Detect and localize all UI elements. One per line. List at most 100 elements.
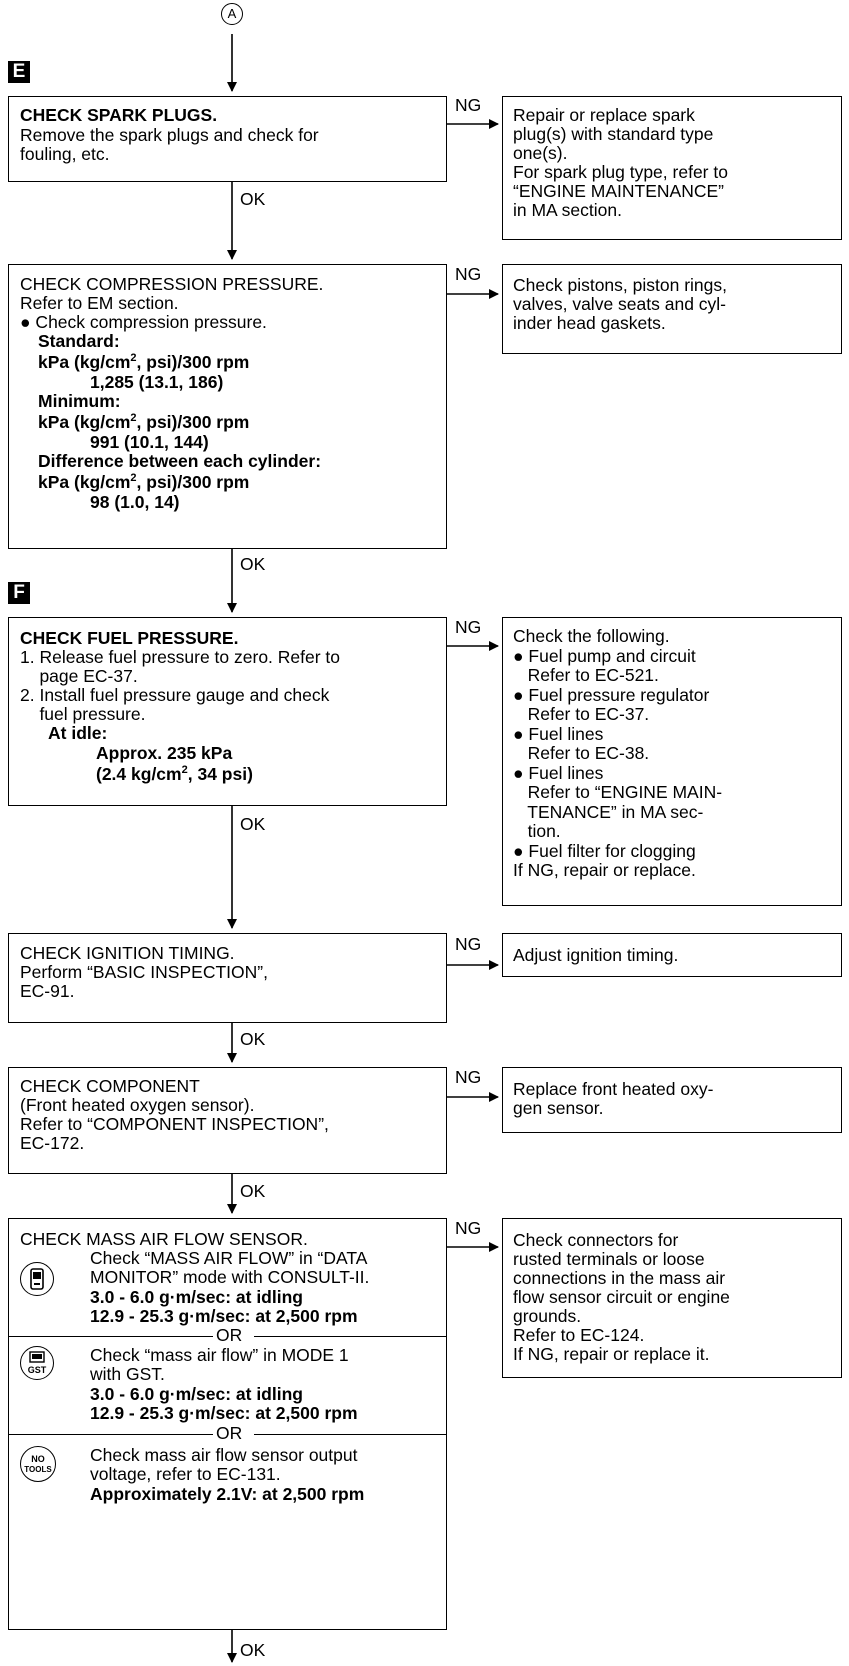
action-text: valves, valve seats and cyl- <box>513 294 727 314</box>
spec-label: Minimum: <box>38 391 121 411</box>
method-text: Check “MASS AIR FLOW” in “DATA <box>90 1248 368 1268</box>
method-text: voltage, refer to EC-131. <box>90 1464 281 1484</box>
method-text: MONITOR” mode with CONSULT-II. <box>90 1267 370 1287</box>
ng-action-ignition <box>502 933 842 977</box>
spec-value: (2.4 kg/cm2, 34 psi) <box>96 764 253 784</box>
or-divider-line <box>8 1336 213 1337</box>
method-text: with GST. <box>90 1364 165 1384</box>
action-text: in MA section. <box>513 200 622 220</box>
step-mass-air-flow <box>8 1218 447 1630</box>
spec-label: Standard: <box>38 331 120 351</box>
action-text: Repair or replace spark <box>513 105 695 125</box>
ng-action-spark-plugs <box>502 96 842 240</box>
no-tools-icon: NO TOOLS <box>20 1446 56 1482</box>
action-text: tion. <box>513 821 561 841</box>
connector-a-icon: A <box>221 3 243 25</box>
action-text: Replace front heated oxy- <box>513 1079 714 1099</box>
or-divider-line <box>254 1434 447 1435</box>
step-text: EC-91. <box>20 981 75 1001</box>
marker-e: E <box>8 61 30 83</box>
step-text: 1. Release fuel pressure to zero. Refer … <box>20 647 341 667</box>
ng-label: NG <box>455 1218 482 1238</box>
action-text: ● Fuel pressure regulator <box>513 685 710 705</box>
step-text: ● Check compression pressure. <box>20 312 267 332</box>
action-text: rusted terminals or loose <box>513 1249 705 1269</box>
method-text: Check mass air flow sensor output <box>90 1445 358 1465</box>
spec-label: At idle: <box>48 723 108 743</box>
step-ignition-timing <box>8 933 447 1023</box>
action-text: plug(s) with standard type <box>513 124 714 144</box>
spec-unit: kPa (kg/cm2, psi)/300 rpm <box>38 412 250 432</box>
action-text: Refer to EC-521. <box>513 665 659 685</box>
ok-label: OK <box>240 189 266 209</box>
ng-label: NG <box>455 617 482 637</box>
step-text: Remove the spark plugs and check for <box>20 125 319 145</box>
step-text: fuel pressure. <box>20 704 146 724</box>
action-text: Refer to EC-38. <box>513 743 650 763</box>
or-label: OR <box>216 1325 243 1345</box>
spec-value: 991 (10.1, 144) <box>90 432 209 452</box>
action-text: grounds. <box>513 1306 582 1326</box>
action-text: ● Fuel pump and circuit <box>513 646 696 666</box>
step-text: (Front heated oxygen sensor). <box>20 1095 255 1115</box>
ok-label: OK <box>240 554 266 574</box>
svg-text:NO: NO <box>31 1454 45 1464</box>
method-spec: 12.9 - 25.3 g·m/sec: at 2,500 rpm <box>90 1306 358 1326</box>
gst-device-icon: GST <box>28 1351 47 1375</box>
step-title: CHECK IGNITION TIMING. <box>20 943 235 963</box>
action-text: ● Fuel filter for clogging <box>513 841 696 861</box>
spec-value: 98 (1.0, 14) <box>90 492 180 512</box>
method-spec: 12.9 - 25.3 g·m/sec: at 2,500 rpm <box>90 1403 358 1423</box>
action-text: If NG, repair or replace it. <box>513 1344 710 1364</box>
action-text: “ENGINE MAINTENANCE” <box>513 181 724 201</box>
ng-label: NG <box>455 264 482 284</box>
action-text: connections in the mass air <box>513 1268 726 1288</box>
svg-text:GST: GST <box>28 1365 47 1375</box>
step-text: EC-172. <box>20 1133 85 1153</box>
method-spec: 3.0 - 6.0 g·m/sec: at idling <box>90 1384 303 1404</box>
svg-text:TOOLS: TOOLS <box>24 1465 52 1474</box>
step-title: CHECK COMPRESSION PRESSURE. <box>20 274 324 294</box>
action-text: ● Fuel lines <box>513 724 604 744</box>
ng-action-compression <box>502 264 842 354</box>
step-text: Refer to EM section. <box>20 293 179 313</box>
ng-action-component <box>502 1067 842 1133</box>
consult-icon <box>20 1262 54 1296</box>
step-component <box>8 1067 447 1174</box>
action-text: one(s). <box>513 143 568 163</box>
step-title: CHECK MASS AIR FLOW SENSOR. <box>20 1229 308 1249</box>
ng-action-mass-air-flow <box>502 1218 842 1378</box>
action-text: Check connectors for <box>513 1230 679 1250</box>
step-text: 2. Install fuel pressure gauge and check <box>20 685 330 705</box>
or-label: OR <box>216 1423 243 1443</box>
step-spark-plugs <box>8 96 447 182</box>
consult-device-icon <box>30 1268 44 1290</box>
ng-label: NG <box>455 95 482 115</box>
action-text: inder head gaskets. <box>513 313 666 333</box>
spec-label: Difference between each cylinder: <box>38 451 322 471</box>
step-text: page EC-37. <box>20 666 138 686</box>
step-title: CHECK FUEL PRESSURE. <box>20 628 239 648</box>
action-text: ● Fuel lines <box>513 763 604 783</box>
action-text: gen sensor. <box>513 1098 604 1118</box>
ng-label: NG <box>455 1067 482 1087</box>
step-fuel-pressure <box>8 617 447 806</box>
method-spec: 3.0 - 6.0 g·m/sec: at idling <box>90 1287 303 1307</box>
step-title: CHECK COMPONENT <box>20 1076 200 1096</box>
action-text: TENANCE” in MA sec- <box>513 802 704 822</box>
step-text: fouling, etc. <box>20 144 110 164</box>
spec-value: Approx. 235 kPa <box>96 743 233 763</box>
or-divider-line <box>8 1434 213 1435</box>
method-text: Check “mass air flow” in MODE 1 <box>90 1345 349 1365</box>
no-tools-text-icon: NO TOOLS <box>24 1454 52 1474</box>
step-compression-pressure <box>8 264 447 549</box>
action-text: Adjust ignition timing. <box>513 945 679 965</box>
ng-action-fuel-pressure <box>502 617 842 906</box>
ok-label: OK <box>240 1029 266 1049</box>
spec-unit: kPa (kg/cm2, psi)/300 rpm <box>38 472 250 492</box>
action-text: If NG, repair or replace. <box>513 860 696 880</box>
spec-value: 1,285 (13.1, 186) <box>90 372 224 392</box>
action-text: Refer to “ENGINE MAIN- <box>513 782 723 802</box>
step-title: CHECK SPARK PLUGS. <box>20 105 218 125</box>
